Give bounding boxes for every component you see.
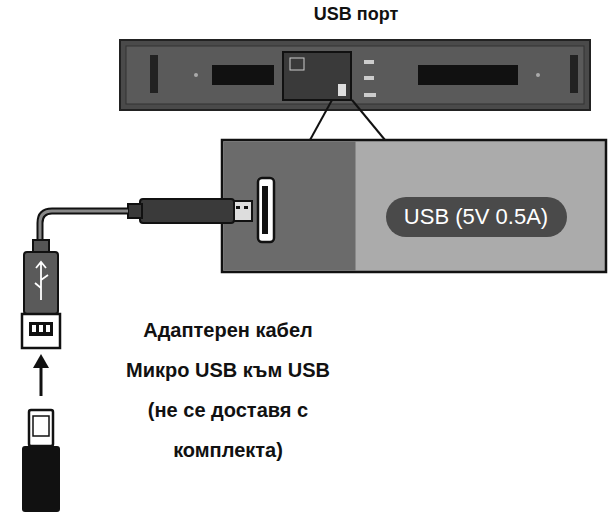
insert-arrowhead: [33, 354, 49, 368]
usb-port: [258, 178, 274, 242]
callout-line: [310, 100, 332, 140]
usb-plug-hole: [244, 206, 248, 209]
usb-port-small: [338, 84, 346, 96]
port-small: [364, 93, 376, 97]
port-small: [364, 60, 374, 64]
socket-pin: [46, 325, 50, 332]
soundbar-dot: [536, 73, 540, 77]
usb-plug-hole: [236, 206, 240, 209]
usb-plug: [140, 199, 234, 223]
usb-symbol: [35, 262, 48, 300]
micro-usb-tip-inner: [33, 416, 49, 436]
soundbar: [120, 40, 590, 110]
soundbar-dot: [194, 73, 198, 77]
soundbar-slot: [570, 55, 578, 93]
usb-plug-relief: [128, 204, 142, 218]
rating-text: USB (5V 0.5A): [404, 204, 548, 230]
socket-pin: [32, 325, 36, 332]
micro-usb-tip: [29, 410, 53, 446]
adapter-socket: [22, 314, 60, 348]
part-label: USB порт: [256, 2, 456, 26]
port-small: [364, 76, 374, 80]
zoom-panel: [222, 140, 606, 272]
cable-core: [40, 211, 128, 242]
socket-pin: [39, 325, 43, 332]
insert-arrow: [40, 366, 43, 396]
adapter-socket-inner: [29, 322, 53, 336]
micro-usb-plug: [22, 446, 60, 512]
rating-pill: USB (5V 0.5A): [386, 197, 567, 237]
port-area: [283, 52, 351, 100]
cable-note: Адаптерен кабел Микро USB към USB (не се…: [122, 310, 334, 470]
cable: [40, 211, 128, 242]
soundbar-slot: [150, 55, 158, 93]
soundbar-face: [126, 46, 584, 104]
zoom-panel-dark: [224, 142, 356, 271]
adapter-body: [24, 252, 58, 314]
soundbar-port: [212, 65, 274, 85]
usb-port-tongue: [262, 186, 268, 234]
soundbar-port: [418, 65, 518, 85]
callout-line: [352, 100, 385, 140]
port-icon: [290, 58, 304, 70]
